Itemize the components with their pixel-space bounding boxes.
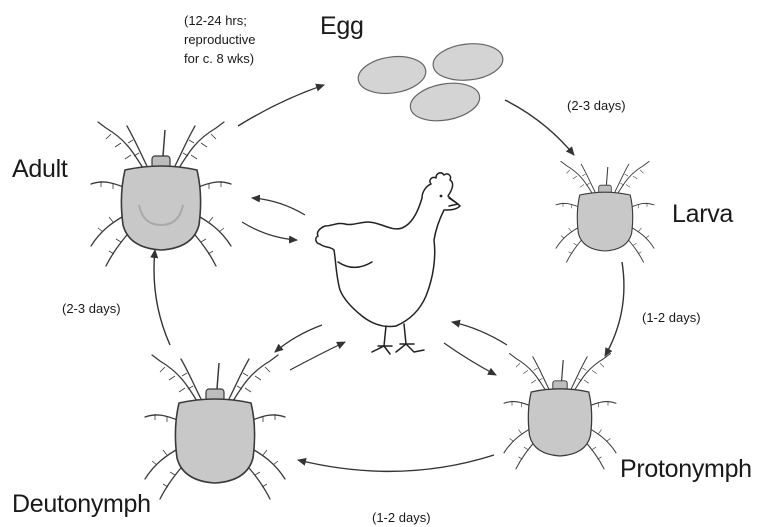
mite-icon-larva [556, 161, 654, 262]
duration-egg-to-larva: (2-3 days) [567, 96, 626, 115]
arrow-protonymph-to-deutonymph [298, 455, 494, 471]
duration-adult-to-egg: (12-24 hrs; reproductive for c. 8 wks) [184, 11, 256, 68]
mite-icon-adult [91, 122, 231, 266]
stage-label-larva: Larva [672, 200, 733, 229]
stage-label-egg: Egg [320, 12, 364, 41]
duration-protonymph-to-deutonymph: (1-2 days) [372, 508, 431, 527]
arrow-deutonymph-to-adult [154, 250, 170, 345]
stage-label-adult: Adult [12, 155, 67, 184]
arrow-egg-to-larva [505, 100, 574, 155]
hen-icon [316, 173, 460, 354]
duration-deutonymph-to-adult: (2-3 days) [62, 299, 121, 318]
arrow-larva-to-protonymph [605, 262, 624, 356]
arrow-adult-to-egg [238, 85, 324, 126]
mite-icon-deutonymph [145, 355, 285, 499]
egg-cluster-icon [356, 40, 505, 125]
duration-larva-to-protonymph: (1-2 days) [642, 308, 701, 327]
stage-label-deutonymph: Deutonymph [12, 490, 151, 519]
mite-icon-protonymph [504, 354, 616, 469]
stage-label-protonymph: Protonymph [620, 455, 752, 484]
